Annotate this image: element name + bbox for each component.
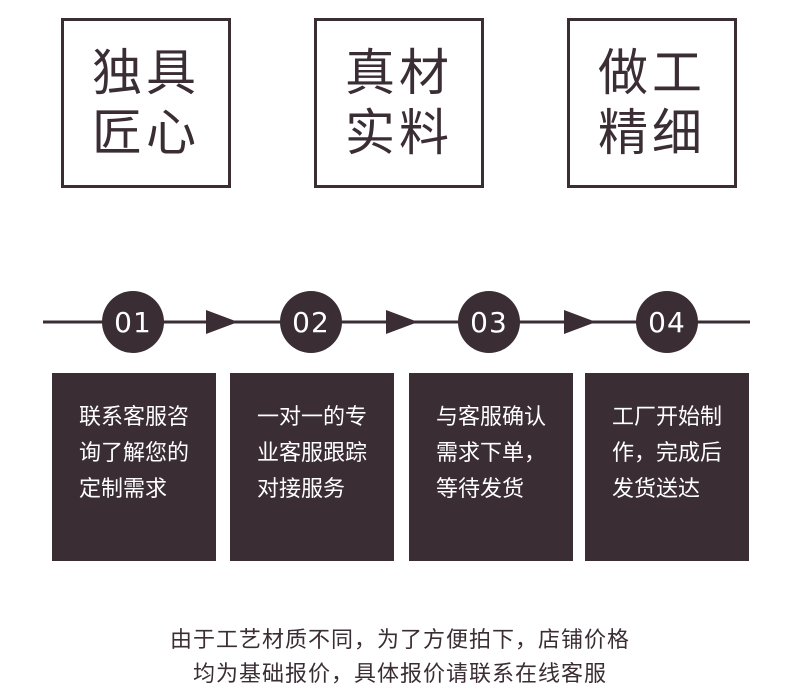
- arrow-right-icon: [206, 310, 238, 334]
- feature-line: 实料: [345, 104, 453, 162]
- step-card-order: 与客服确认需求下单，等待发货: [409, 373, 573, 561]
- feature-line: 做工: [598, 44, 706, 102]
- step-card-delivery: 工厂开始制作，完成后发货送达: [585, 373, 749, 561]
- step-description: 一对一的专业客服跟踪对接服务: [257, 405, 368, 502]
- feature-line: 匠心: [92, 104, 200, 162]
- step-number-badge: 02: [280, 291, 342, 353]
- pricing-notice-line-2: 均为基础报价，具体报价请联系在线客服: [192, 662, 607, 687]
- feature-line: 真材: [345, 44, 453, 102]
- step-number-badge: 04: [636, 291, 698, 353]
- feature-box-craftsmanship: 独具 匠心: [61, 18, 231, 188]
- arrow-right-icon: [564, 310, 596, 334]
- feature-line: 精细: [598, 104, 706, 162]
- pricing-notice-line-1: 由于工艺材质不同，为了方便拍下，店铺价格: [169, 628, 630, 653]
- step-description: 与客服确认需求下单，等待发货: [436, 405, 547, 502]
- feature-box-materials: 真材 实料: [314, 18, 484, 188]
- arrow-right-icon: [386, 310, 418, 334]
- step-description: 联系客服咨询了解您的定制需求: [79, 405, 190, 502]
- step-card-contact: 联系客服咨询了解您的定制需求: [52, 373, 216, 561]
- feature-box-workmanship: 做工 精细: [567, 18, 737, 188]
- step-card-service: 一对一的专业客服跟踪对接服务: [230, 373, 394, 561]
- feature-line: 独具: [92, 44, 200, 102]
- step-number-badge: 01: [102, 291, 164, 353]
- step-number-badge: 03: [458, 291, 520, 353]
- step-description: 工厂开始制作，完成后发货送达: [612, 405, 723, 502]
